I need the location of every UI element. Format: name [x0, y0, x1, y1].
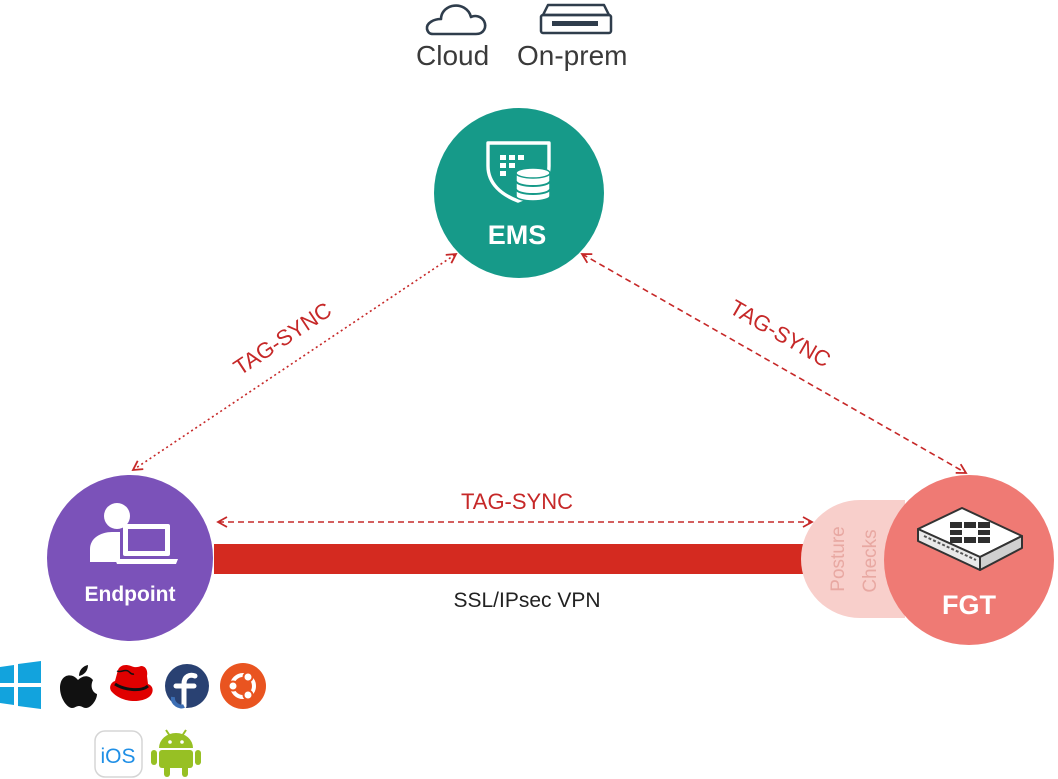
- endpoint-ems-link-label: TAG-SYNC: [229, 297, 336, 380]
- firewall-appliance-icon: [917, 507, 1023, 571]
- android-icon: [151, 729, 201, 777]
- fedora-icon: [165, 664, 209, 709]
- vpn-tunnel: [214, 544, 826, 574]
- posture-checks-line2: Checks: [860, 529, 881, 592]
- apple-icon: [60, 665, 97, 708]
- redhat-icon: [110, 665, 153, 702]
- ios-label: iOS: [100, 745, 135, 768]
- endpoint-fgt-link-label: TAG-SYNC: [461, 489, 573, 514]
- endpoint-node[interactable]: Endpoint: [47, 475, 213, 641]
- ubuntu-icon: [220, 663, 266, 709]
- cloud-icon: [425, 4, 487, 36]
- vpn-tunnel-label: SSL/IPsec VPN: [453, 589, 600, 612]
- fgt-label: FGT: [942, 590, 996, 620]
- ems-fgt-link: [580, 253, 968, 474]
- ems-fgt-link-label: TAG-SYNC: [726, 295, 836, 373]
- onprem-label: On-prem: [517, 40, 628, 71]
- user-laptop-icon: [90, 503, 178, 564]
- posture-checks-line1: Posture: [828, 526, 849, 591]
- fgt-node[interactable]: FGT: [884, 475, 1054, 645]
- windows-icon: [0, 661, 41, 709]
- posture-checks: Posture Checks: [801, 500, 905, 618]
- ios-icon: iOS: [94, 730, 143, 778]
- shield-database-icon: [486, 141, 551, 203]
- ems-node[interactable]: EMS: [434, 108, 604, 278]
- ems-label: EMS: [488, 220, 547, 250]
- cloud-label: Cloud: [416, 40, 490, 71]
- server-appliance-icon: [539, 3, 613, 35]
- endpoint-ems-link: [131, 252, 458, 472]
- endpoint-label: Endpoint: [85, 583, 176, 606]
